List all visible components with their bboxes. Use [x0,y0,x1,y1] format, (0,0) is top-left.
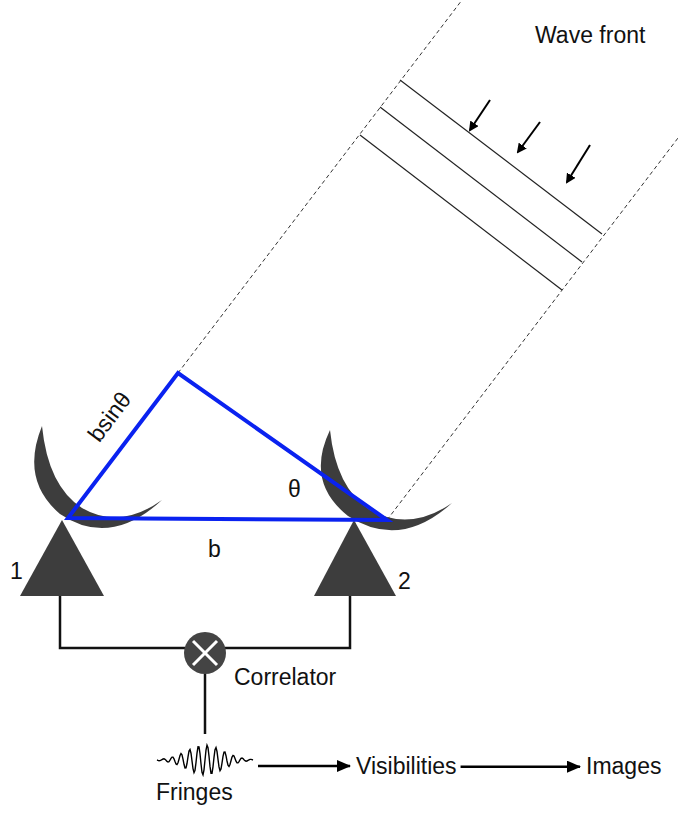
flow-arrow [258,765,350,768]
wave-front-line [380,107,582,262]
wave-front-line [360,135,562,290]
node-text: Images [586,754,661,779]
antenna-number: 1 [10,560,23,583]
flow-arrow [461,765,580,768]
wave-front-line [400,80,602,234]
annotation-label: θ [288,478,301,501]
correlator-symbol [184,632,226,674]
dish-pedestal [314,520,396,596]
output-wire [204,674,207,734]
ray-line [178,0,462,373]
dish-reflector [321,430,452,530]
delay-triangle [68,373,387,520]
dish-pedestal [20,520,104,596]
node-text: Visibilities [356,754,457,779]
signal-wire [225,596,350,648]
stage-node: Visibilities [356,754,457,779]
node-text: Fringes [156,780,254,805]
correlator-cross [193,641,217,665]
correlator-cross [193,641,217,665]
correlator-label: Correlator [234,666,336,689]
antenna-number: 2 [398,570,411,593]
fringes-node: Fringes [156,742,254,805]
wave-arrow [567,145,590,182]
annotation-label: b [208,538,221,561]
wave-arrow [518,122,540,152]
signal-wire [60,596,185,648]
annotation-label: Wave front [535,24,645,47]
wave-arrow [470,100,490,130]
stage-node: Images [586,754,661,779]
ray-line [387,138,678,520]
fringe-waveform [156,742,254,778]
